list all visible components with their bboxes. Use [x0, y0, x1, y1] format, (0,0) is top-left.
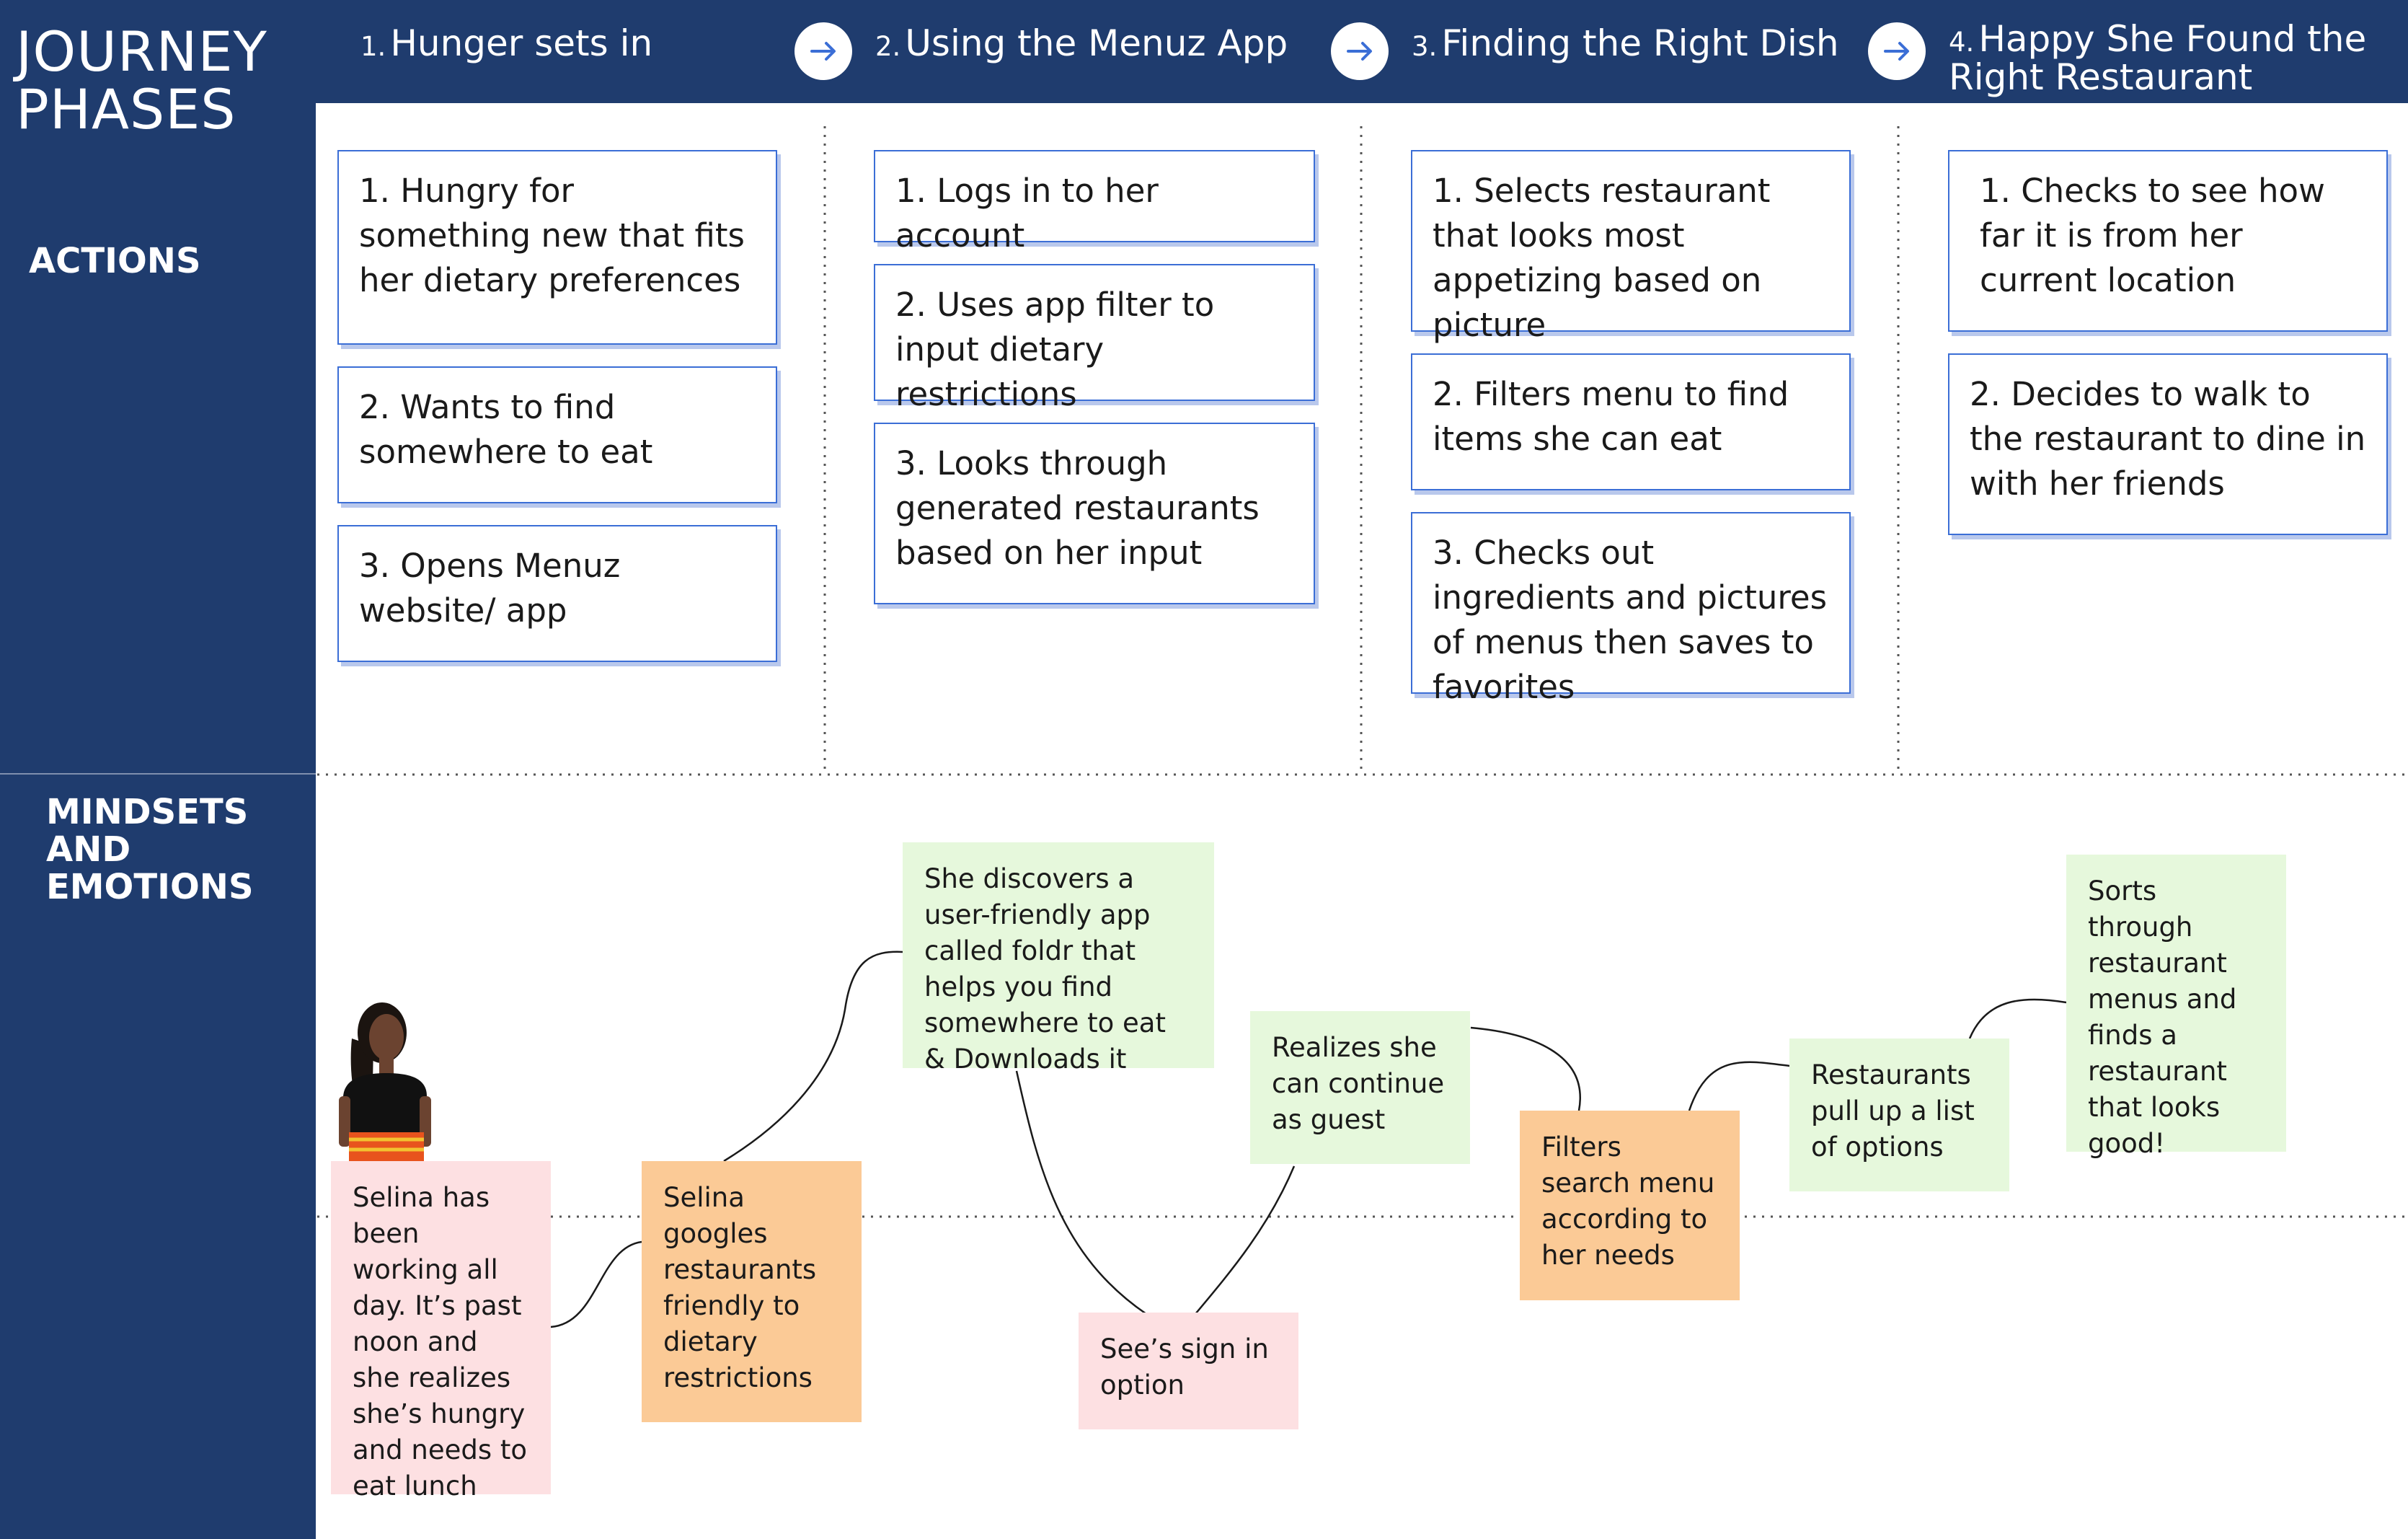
action-card: 2. Decides to walk to the restaurant to … — [1948, 353, 2388, 535]
action-card: 3. Checks out ingredients and pictures o… — [1411, 512, 1851, 706]
row-label-actions: ACTIONS — [29, 241, 201, 281]
row-divider — [0, 773, 316, 775]
phase-1-title: 1.Hunger sets in — [360, 22, 653, 64]
emotion-note: Selina googles restaurants friendly to d… — [642, 1161, 862, 1422]
action-card: 1. Checks to see how far it is from her … — [1948, 150, 2388, 332]
emotion-note: Restaurants pull up a list of options — [1789, 1039, 2009, 1191]
sidebar — [0, 0, 316, 1539]
emotion-note: Sorts through restaurant menus and finds… — [2066, 855, 2286, 1159]
avatar — [339, 1002, 431, 1161]
emotion-note: See’s sign in option — [1079, 1313, 1298, 1429]
emotion-note: Realizes she can continue as guest — [1250, 1011, 1470, 1164]
phase-3-title: 3.Finding the Right Dish — [1412, 22, 1839, 64]
row-label-mindsets: MINDSETS AND EMOTIONS — [46, 792, 254, 907]
action-card: 2. Wants to find somewhere to eat — [337, 366, 777, 503]
phase-4-title: 4.Happy She Found the Right Restaurant — [1949, 18, 2367, 98]
action-card: 3. Looks through generated restaurants b… — [874, 423, 1315, 604]
emotion-note: She discovers a user-friendly app called… — [903, 842, 1214, 1075]
phase-2-title: 2.Using the Menuz App — [875, 22, 1288, 64]
action-card: 2. Uses app filter to input dietary rest… — [874, 264, 1315, 413]
arrow-right-icon — [794, 22, 852, 80]
action-card: 1. Logs in to her account — [874, 150, 1315, 255]
emotion-note: Selina has been working all day. It’s pa… — [331, 1161, 551, 1501]
emotion-note: Filters search menu according to her nee… — [1520, 1111, 1740, 1300]
page-title: JOURNEY PHASES — [16, 19, 267, 141]
action-card: 2. Filters menu to find items she can ea… — [1411, 353, 1851, 490]
arrow-right-icon — [1868, 22, 1926, 80]
arrow-right-icon — [1331, 22, 1389, 80]
action-card: 1. Hungry for something new that fits he… — [337, 150, 777, 345]
action-card: 1. Selects restaurant that looks most ap… — [1411, 150, 1851, 344]
action-card: 3. Opens Menuz website/ app — [337, 525, 777, 662]
